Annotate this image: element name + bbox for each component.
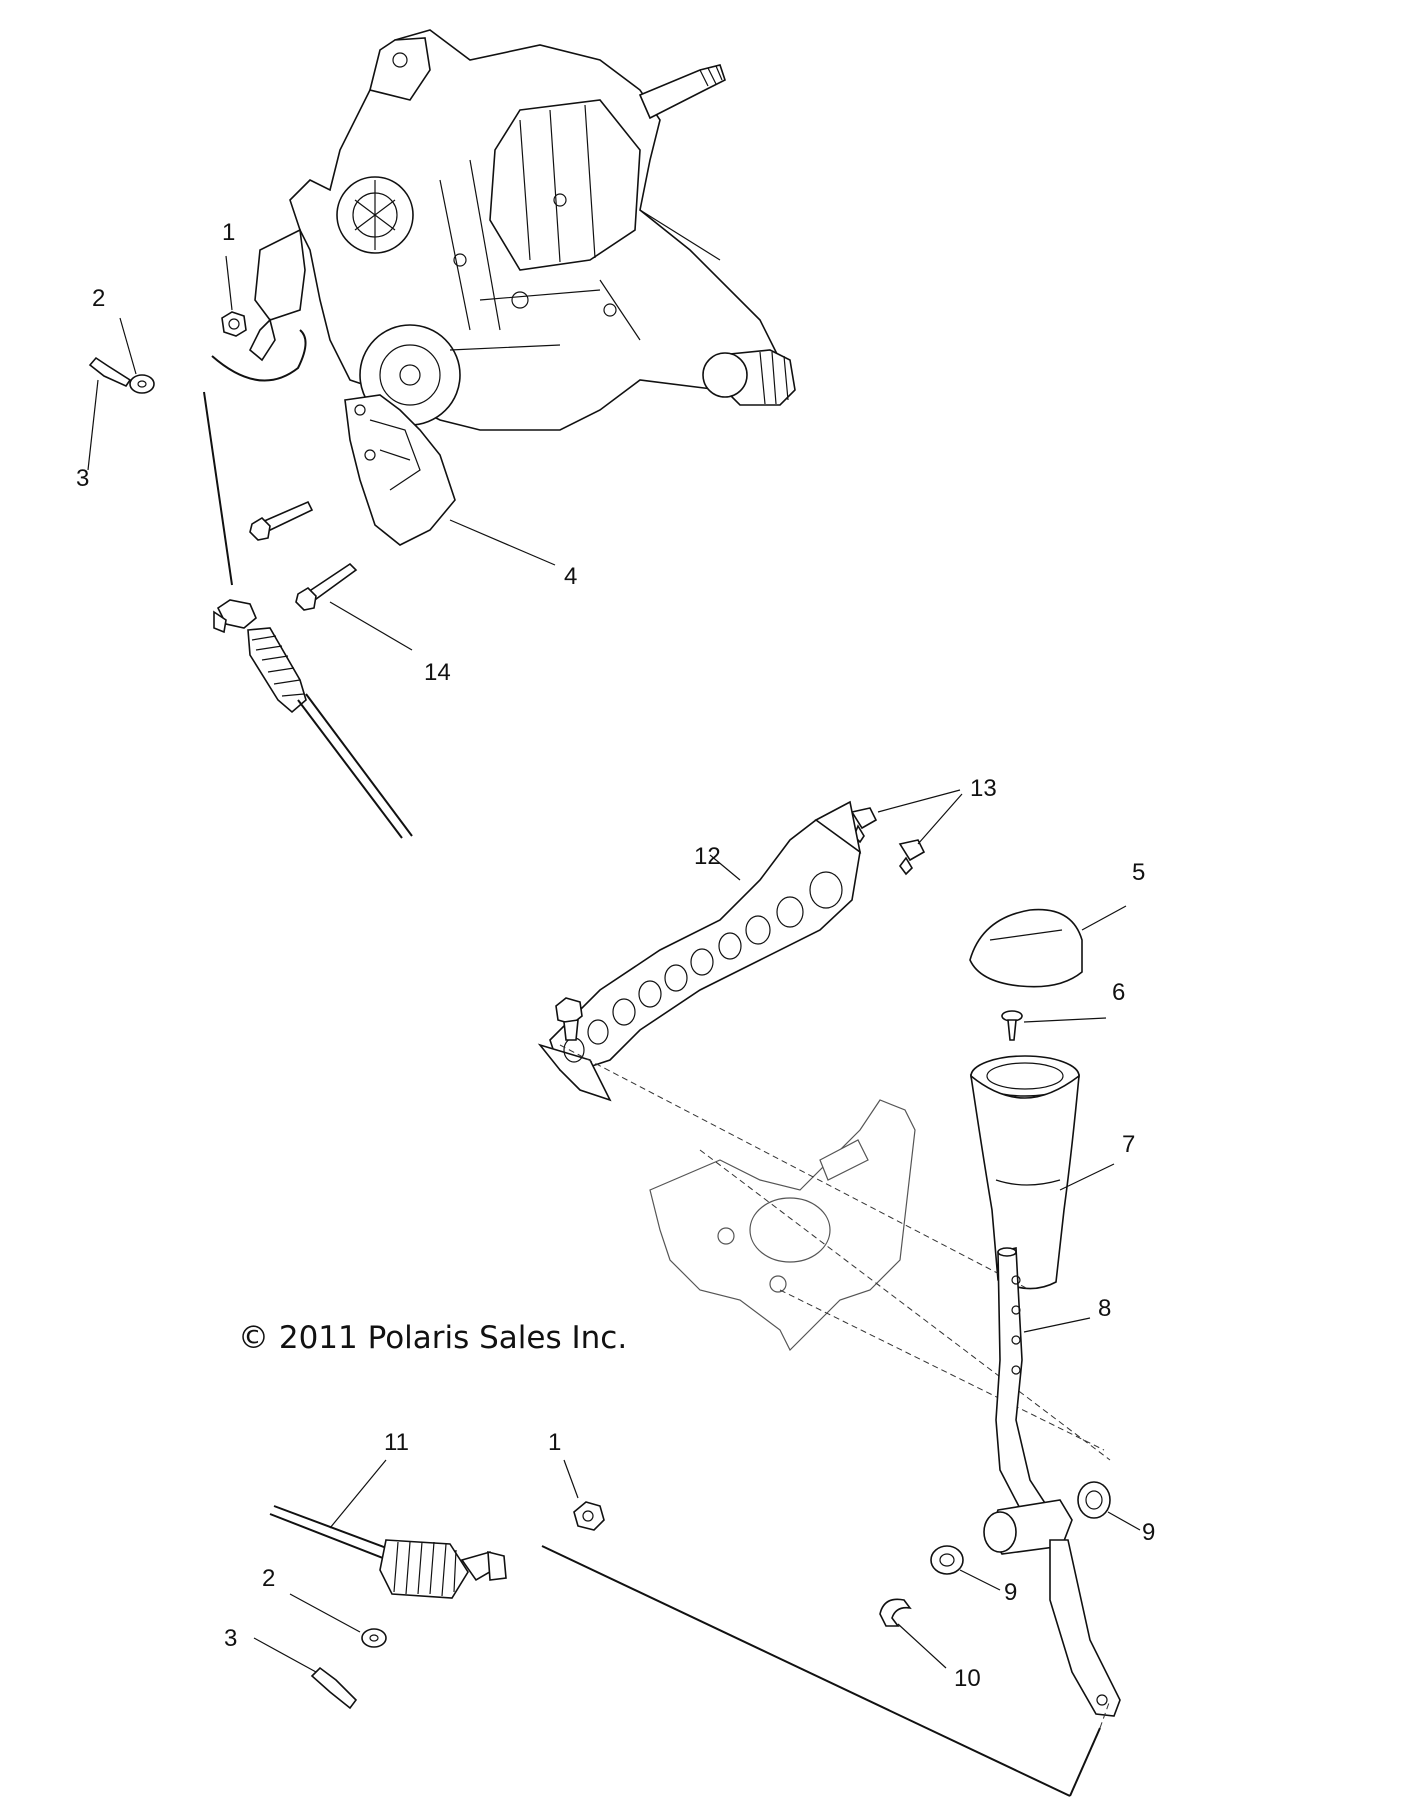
bracket-bolt xyxy=(555,997,583,1041)
callout-12: 12 xyxy=(694,843,721,870)
screw xyxy=(1001,1010,1107,1041)
callout-3-bottom: 3 xyxy=(224,1625,237,1652)
leader-bottom-long xyxy=(541,1545,1071,1797)
arc-leader-top xyxy=(211,329,307,382)
callout-1-top: 1 xyxy=(222,219,235,246)
bushing-mid xyxy=(930,1545,1001,1591)
callout-2-top: 2 xyxy=(92,285,105,312)
callout-8: 8 xyxy=(1098,1295,1111,1322)
callout-6: 6 xyxy=(1112,979,1125,1006)
shift-knob-cap xyxy=(969,905,1127,988)
washer-top xyxy=(119,317,155,394)
push-rivet-lower xyxy=(898,839,926,876)
callout-9-right: 9 xyxy=(1142,1519,1155,1546)
callout-3-top: 3 xyxy=(76,465,89,492)
mount-bracket xyxy=(344,394,556,566)
callout-1-bottom: 1 xyxy=(548,1429,561,1456)
callout-4: 4 xyxy=(564,563,577,590)
leader-bottom-dash xyxy=(1099,1699,1111,1729)
shift-lever xyxy=(983,1247,1121,1717)
bolt-upper xyxy=(249,500,314,541)
nut-top xyxy=(221,255,247,337)
transmission-assembly xyxy=(249,29,796,431)
callout-13: 13 xyxy=(970,775,997,802)
washer-bottom xyxy=(289,1593,387,1648)
e-clip xyxy=(879,1598,947,1669)
nut-bottom xyxy=(563,1459,605,1531)
callout-5: 5 xyxy=(1132,859,1145,886)
leader-cable-top xyxy=(203,391,233,586)
shift-handle xyxy=(969,1055,1115,1290)
ghost-mount-plate xyxy=(559,1044,1111,1461)
callout-10: 10 xyxy=(954,1665,981,1692)
callout-7: 7 xyxy=(1122,1131,1135,1158)
bolt-lower xyxy=(295,562,413,651)
callout-14: 14 xyxy=(424,659,451,686)
shift-cable-upper xyxy=(213,599,413,839)
cotter-pin-bottom xyxy=(253,1637,358,1710)
shifter-bracket xyxy=(537,800,862,1102)
bushing-right xyxy=(1077,1481,1141,1531)
leader-13 xyxy=(877,789,963,845)
leader-bottom-short xyxy=(1069,1727,1101,1797)
callout-9-mid: 9 xyxy=(1004,1579,1017,1606)
cotter-pin-top xyxy=(87,356,132,471)
copyright-text: © 2011 Polaris Sales Inc. xyxy=(238,1320,627,1356)
callout-2-bottom: 2 xyxy=(262,1565,275,1592)
shift-cable-lower xyxy=(269,1459,507,1599)
callout-11: 11 xyxy=(384,1429,409,1456)
